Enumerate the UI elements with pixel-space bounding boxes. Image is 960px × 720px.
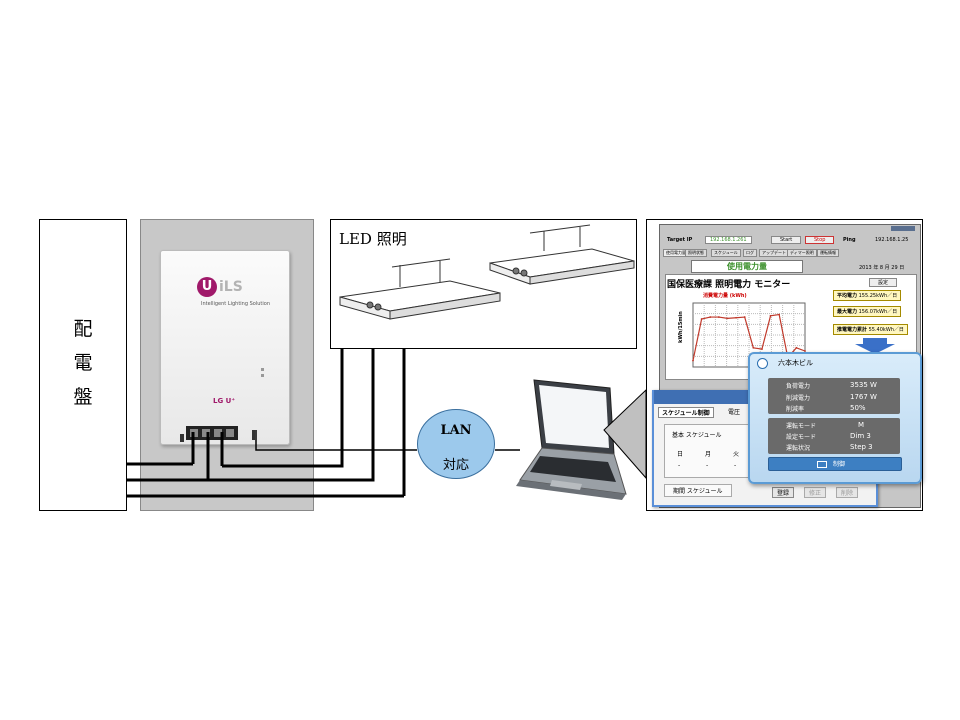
stat-max: 最大電力 156.07kWh／日 xyxy=(833,306,902,317)
tab-operation[interactable]: 運転情報 xyxy=(817,249,839,257)
edit-button[interactable]: 修正 xyxy=(804,487,827,498)
chart-point xyxy=(743,316,746,318)
stat-max-label: 最大電力 xyxy=(837,309,858,315)
register-button[interactable]: 登録 xyxy=(772,487,795,498)
distribution-panel-label: 配 電 盤 xyxy=(68,312,98,414)
ping-label: Ping xyxy=(843,237,856,243)
schedule-tab-voltage[interactable]: 電圧 xyxy=(728,409,741,416)
panel-char: 電 xyxy=(73,352,93,374)
stat-total-value: 55.40kWh／日 xyxy=(868,327,904,333)
lightbulb-icon xyxy=(757,358,768,369)
schedule-cell: - xyxy=(734,462,737,469)
ping-ip: 192.168.1.25 xyxy=(875,237,909,243)
lan-sublabel: 対応 xyxy=(442,458,469,473)
controller-subtitle: Intelligent Lighting Solution xyxy=(201,301,270,307)
chart-point xyxy=(752,346,755,349)
chart-series-line xyxy=(692,313,806,361)
distribution-panel xyxy=(39,219,127,511)
chart-point xyxy=(795,346,798,349)
popup-value: 1767 W xyxy=(850,393,877,401)
lan-badge xyxy=(417,409,495,479)
chart-title: 消費電力量 (kWh) xyxy=(703,293,747,299)
popup-value: M xyxy=(858,421,865,429)
tab-log[interactable]: ログ xyxy=(743,249,757,257)
popup-title: 六本木ビル xyxy=(778,359,813,367)
target-ip-field[interactable]: 192.168.1.261 xyxy=(705,236,752,244)
chart-point xyxy=(726,317,729,320)
popup-group-1 xyxy=(768,378,900,414)
status-led-icon xyxy=(261,374,264,377)
stat-avg: 平均電力 155.25kWh／日 xyxy=(833,290,902,301)
stat-avg-label: 平均電力 xyxy=(837,293,858,299)
target-ip-label: Target IP xyxy=(667,237,693,243)
led-fixture-icon xyxy=(339,224,635,320)
chart-point xyxy=(778,313,781,316)
popup-value: Step 3 xyxy=(850,443,873,451)
schedule-tab-control[interactable]: スケジュール制御 xyxy=(658,407,714,418)
tab-dimmer[interactable]: ディマー照明 xyxy=(787,249,817,257)
settings-button[interactable]: 設定 xyxy=(869,278,898,287)
chart-point xyxy=(717,316,720,318)
day-tue: 火 xyxy=(733,451,740,458)
basic-schedule-label: 基本 スケジュール xyxy=(672,432,722,439)
chart-point xyxy=(804,350,806,352)
popup-label: 運転状況 xyxy=(786,445,811,452)
start-button[interactable]: Start xyxy=(771,236,802,244)
chart-point xyxy=(700,318,703,320)
popup-label: 負荷電力 xyxy=(786,383,811,390)
popup-label: 設定モード xyxy=(786,434,817,441)
tab-schedule[interactable]: スケジュール xyxy=(711,249,741,257)
tab-bar: 使用電力量 照明状態 スケジュール ログ アップデート ディマー照明 運転情報 xyxy=(663,249,915,257)
day-sun: 日 xyxy=(677,451,684,458)
delete-button[interactable]: 削除 xyxy=(836,487,859,498)
popup-group-2 xyxy=(768,418,900,454)
tab-update[interactable]: アップデート xyxy=(759,249,789,257)
panel-char: 盤 xyxy=(73,386,93,408)
popup-value: 3535 W xyxy=(850,381,877,389)
controller-logo-text: iLS xyxy=(219,279,243,295)
popup-value: Dim 3 xyxy=(850,432,871,440)
monitor-main-title: 国保医療課 照明電力 モニター xyxy=(667,280,791,290)
control-icon xyxy=(817,461,827,468)
day-mon: 月 xyxy=(705,451,712,458)
chart-point xyxy=(692,359,694,362)
led-lighting-box xyxy=(330,219,637,349)
popup-label: 削減率 xyxy=(786,406,805,413)
window-controls xyxy=(891,226,915,231)
chart-point xyxy=(761,348,763,350)
chart-point xyxy=(769,314,772,317)
tab-lighting[interactable]: 照明状態 xyxy=(685,249,707,257)
controller-brand: LG U⁺ xyxy=(213,397,236,405)
chart-point xyxy=(735,316,737,319)
status-led-icon xyxy=(261,368,264,371)
laptop-icon xyxy=(516,379,627,500)
chart-point xyxy=(709,316,712,318)
popup-value: 50% xyxy=(850,404,866,412)
stat-total: 推電電力累計 55.40kWh／日 xyxy=(833,324,908,335)
schedule-cell: - xyxy=(678,462,681,469)
period-schedule-button[interactable]: 期間 スケジュール xyxy=(664,484,732,497)
popup-label: 削減電力 xyxy=(786,395,811,402)
stop-button[interactable]: Stop xyxy=(805,236,835,244)
ils-controller-device: U iLS Intelligent Lighting Solution LG U… xyxy=(160,250,290,445)
controller-logo-mark: U xyxy=(197,277,217,297)
date-label: 2013 年 8 月 29 日 xyxy=(859,265,905,271)
arrow-down-icon xyxy=(855,338,895,354)
stat-avg-value: 155.25kWh／日 xyxy=(858,293,898,299)
schedule-cell: - xyxy=(706,462,709,469)
section-title: 使用電力量 xyxy=(691,260,803,273)
control-button-label: 制御 xyxy=(833,461,846,468)
stat-total-label: 推電電力累計 xyxy=(837,327,868,333)
panel-char: 配 xyxy=(73,318,93,340)
stat-max-value: 156.07kWh／日 xyxy=(858,309,898,315)
lan-label: LAN xyxy=(440,423,472,438)
chart-y-label: kWh/15min xyxy=(677,311,684,343)
popup-label: 運転モード xyxy=(786,423,817,430)
led-lighting-label: LED 照明 xyxy=(339,230,407,248)
control-button[interactable]: 制御 xyxy=(768,457,902,471)
